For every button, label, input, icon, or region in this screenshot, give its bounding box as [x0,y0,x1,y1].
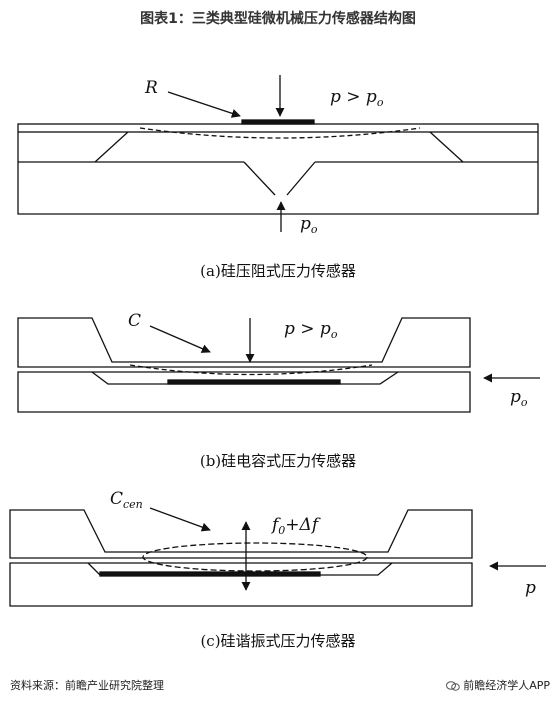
panel-a-label-r: R [144,78,158,98]
footer-brand: 前瞻经济学人APP [446,677,550,693]
panel-a-piezoresistor [241,119,315,125]
panel-a-membrane [17,123,539,133]
panel-c-label-c: Ccen [110,489,143,511]
panel-a-label-p-top: p > po [330,87,384,109]
panel-c-c-pointer [149,507,211,532]
panel-c-top-body [9,509,473,559]
panel-b-electrode [167,379,341,385]
panel-a-label-p-bottom: po [300,214,318,236]
panel-a-r-pointer [167,91,241,118]
figure-title: 图表1：三类典型硅微机械压力传感器结构图 [140,11,416,27]
panel-c-substrate [9,562,473,607]
panel-b-top-body [17,317,471,368]
panel-c-label-p-right: p [525,578,536,598]
panel-a-cavity-wall-left [94,131,129,163]
panel-a-port-right [286,161,316,196]
panel-b-caption: (b)硅电容式压力传感器 [200,452,356,470]
panel-b-substrate [17,371,471,413]
footer-brand-text: 前瞻经济学人APP [463,679,550,692]
panel-b-c-pointer [149,325,211,353]
panel-a-deflection [139,127,421,139]
panel-a-body [17,132,539,215]
panel-b-label-c: C [128,311,141,331]
panel-a-caption: (a)硅压阻式压力传感器 [200,262,356,280]
panel-a-port-left [243,161,276,196]
panel-b-capacitive [17,317,540,413]
panel-b-label-p-top: p > po [284,319,338,341]
panel-c-electrode [99,571,321,577]
wechat-icon [446,681,461,691]
panel-b-deflection [129,364,373,376]
footer-source: 资料来源：前瞻产业研究院整理 [10,679,164,692]
panel-c-resonant [9,507,546,607]
panel-a-piezoresistive [17,75,539,232]
panel-c-resonance-ellipse [142,542,368,572]
panel-b-label-p-right: po [510,387,528,409]
panel-a-cavity-wall-right [429,131,464,163]
panel-c-label-f: f0+Δf [270,515,321,537]
panel-c-caption: (c)硅谐振式压力传感器 [200,632,355,650]
